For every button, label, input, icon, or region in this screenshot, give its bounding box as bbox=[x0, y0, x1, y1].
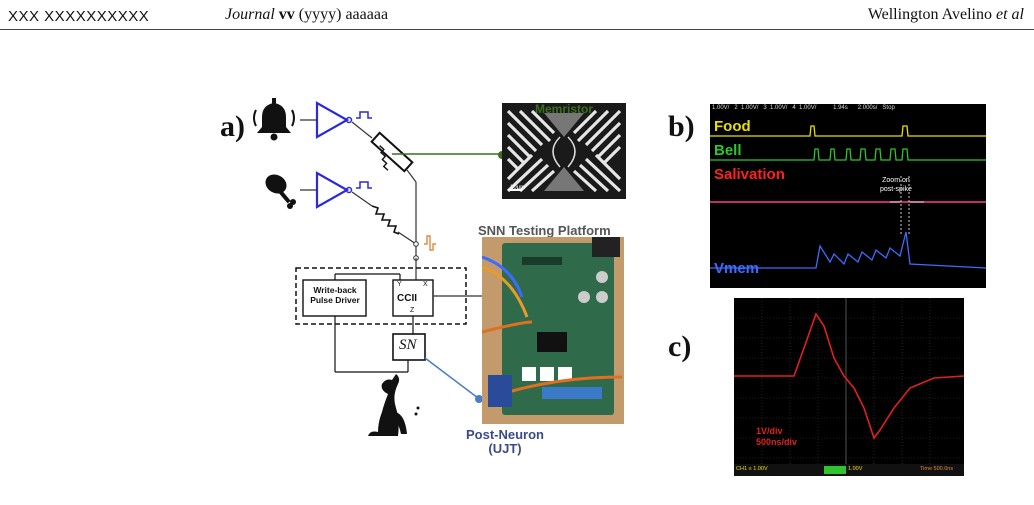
label-bell: Bell bbox=[714, 142, 742, 159]
scope-c-scale: 1V/div 500ns/div bbox=[756, 426, 798, 447]
scope-c-ch1: CH1 ≡ 1.00V bbox=[736, 466, 768, 472]
scope-c-time: Time 500.0ns bbox=[920, 466, 954, 472]
write-back-label: Write-back Pulse Driver bbox=[310, 285, 360, 305]
resistor-symbol bbox=[371, 205, 400, 235]
trace-spike bbox=[734, 312, 964, 440]
dashed-enclosure bbox=[295, 267, 467, 325]
sn-box bbox=[392, 333, 426, 361]
label-vmem: Vmem bbox=[714, 260, 760, 277]
post-neuron-label: Post-Neuron (UJT) bbox=[466, 427, 544, 456]
memristor-label: Memristor bbox=[534, 103, 593, 116]
food-drumstick-icon bbox=[265, 174, 296, 209]
header-journal: Journal vv (yyyy) aaaaaa bbox=[225, 6, 389, 23]
label-salivation: Salivation bbox=[714, 166, 785, 183]
ccii-box bbox=[392, 279, 434, 317]
header-left: XXX XXXXXXXXXX bbox=[8, 8, 150, 25]
header-rule bbox=[0, 29, 1034, 30]
pulse-symbol-top bbox=[356, 111, 372, 119]
ccii-x: X bbox=[423, 281, 428, 288]
sn-label: SN bbox=[399, 337, 417, 353]
dog-icon bbox=[368, 374, 420, 436]
scale-bar-label: 10μm bbox=[510, 185, 526, 191]
ccii-label: CCII bbox=[397, 293, 417, 304]
spike-symbol bbox=[424, 235, 436, 251]
label-food: Food bbox=[714, 118, 751, 135]
bell-icon bbox=[253, 98, 295, 141]
sn-to-post-neuron bbox=[424, 357, 479, 399]
scope-b-status: 1.00V/ 2 1.00V/ 3 1.00V/ 4 1.00V/ 1.94s … bbox=[712, 105, 895, 111]
ccii-z: Z bbox=[410, 307, 415, 314]
pulse-symbol-bottom bbox=[356, 181, 372, 189]
panel-label-a: a) bbox=[220, 110, 245, 143]
trace-vmem bbox=[710, 231, 986, 269]
ccii-y: Y bbox=[397, 281, 402, 288]
panel-label-c: c) bbox=[668, 330, 692, 363]
amplifier-top bbox=[315, 101, 350, 139]
snn-platform-photo bbox=[482, 237, 624, 424]
running-header: XXX XXXXXXXXXX Journal vv (yyyy) aaaaaa … bbox=[0, 0, 1034, 30]
trace-bell bbox=[710, 148, 986, 161]
amplifier-bottom bbox=[315, 171, 350, 209]
zoom-annotation: Zoom on post-spike bbox=[880, 177, 912, 193]
trace-food bbox=[710, 125, 986, 137]
memristor-image: Memristor 10μm bbox=[502, 103, 626, 199]
header-authors: Wellington Avelino et al bbox=[867, 6, 1024, 23]
oscilloscope-b: 1.00V/ 2 1.00V/ 3 1.00V/ 4 1.00V/ 1.94s … bbox=[710, 104, 986, 288]
scope-c-mid: 1.00V bbox=[848, 466, 863, 472]
memristor-symbol bbox=[370, 131, 414, 173]
oscilloscope-c: 1V/div 500ns/div CH1 ≡ 1.00V 1.00V Time … bbox=[734, 298, 964, 476]
panel-label-b: b) bbox=[668, 110, 695, 143]
platform-label: SNN Testing Platform bbox=[478, 223, 611, 238]
